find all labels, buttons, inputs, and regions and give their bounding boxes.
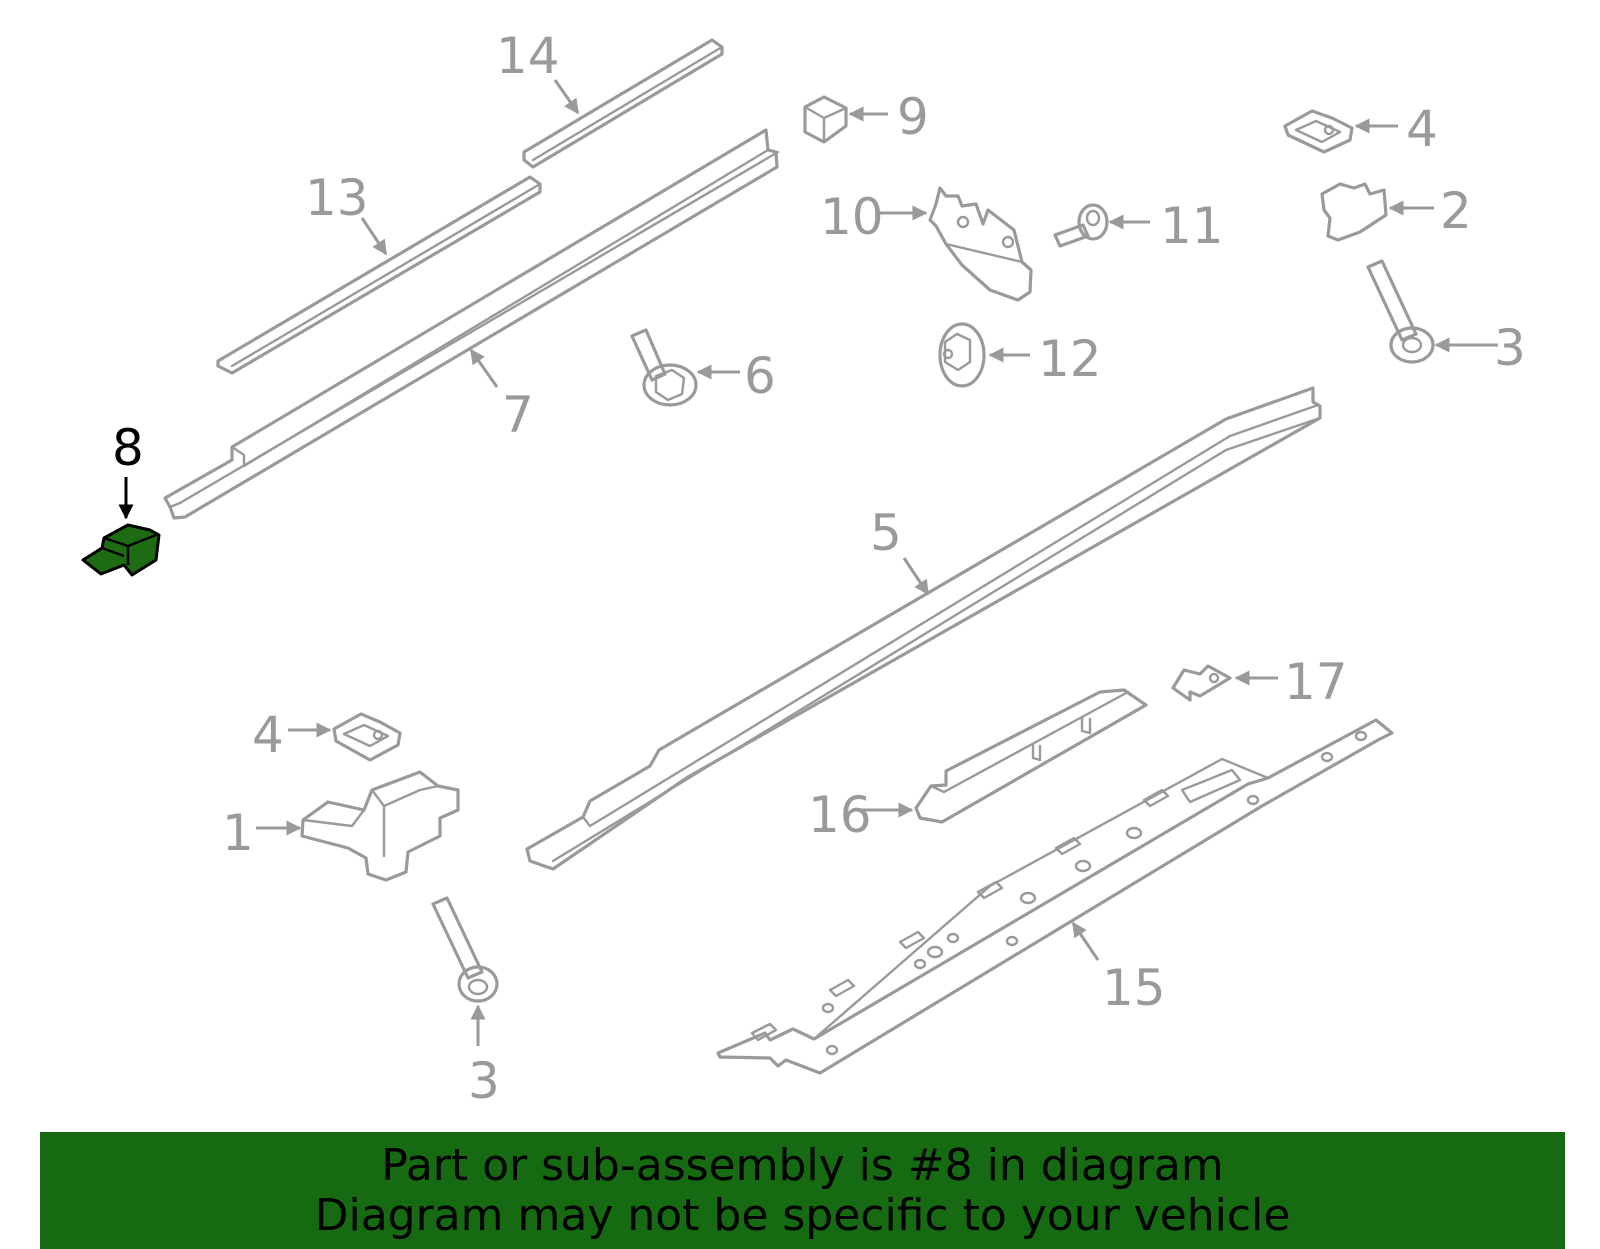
part-4-clip-top[interactable]: 4 <box>1283 100 1438 158</box>
callout-8: 8 <box>112 419 144 477</box>
part-12-nut[interactable]: 12 <box>938 322 1102 388</box>
callout-14: 14 <box>496 27 560 85</box>
part-4-clip-bottom[interactable]: 4 <box>252 706 402 764</box>
part-10-bracket[interactable]: 10 <box>820 186 1033 302</box>
part-8-highlighted[interactable]: 8 <box>81 419 161 577</box>
callout-9: 9 <box>897 88 929 146</box>
callout-4-top: 4 <box>1406 100 1438 158</box>
callout-2: 2 <box>1440 182 1472 240</box>
part-9-clip[interactable]: 9 <box>803 88 929 146</box>
callout-1: 1 <box>222 804 254 862</box>
part-7-rail[interactable]: 7 <box>163 128 780 520</box>
callout-13: 13 <box>305 169 369 227</box>
part-6-bolt[interactable]: 6 <box>630 328 776 407</box>
callout-10: 10 <box>820 188 884 246</box>
callout-4-bottom: 4 <box>252 706 284 764</box>
callout-7: 7 <box>502 386 534 444</box>
info-banner: Part or sub-assembly is #8 in diagram Di… <box>40 1132 1565 1249</box>
callout-12: 12 <box>1038 330 1102 388</box>
callout-6: 6 <box>744 347 776 405</box>
part-11-screw[interactable]: 11 <box>1053 197 1224 255</box>
part-13-strip[interactable]: 13 <box>216 169 542 375</box>
callout-17: 17 <box>1284 653 1348 711</box>
callout-15: 15 <box>1102 959 1166 1017</box>
part-14-rail[interactable]: 14 <box>496 27 724 169</box>
callout-11: 11 <box>1160 197 1224 255</box>
callout-3-bottom: 3 <box>468 1052 500 1110</box>
callout-5: 5 <box>870 504 902 562</box>
part-15-sill-panel[interactable]: 15 <box>716 718 1394 1075</box>
part-17-clip[interactable]: 17 <box>1171 653 1348 711</box>
part-2-bracket[interactable]: 2 <box>1320 182 1472 242</box>
part-3-bolt-bottom[interactable]: 3 <box>431 896 500 1110</box>
part-16-moulding[interactable]: 16 <box>808 688 1148 844</box>
banner-line-1: Part or sub-assembly is #8 in diagram <box>381 1139 1224 1191</box>
callout-3-right: 3 <box>1494 319 1526 377</box>
banner-line-2: Diagram may not be specific to your vehi… <box>314 1189 1291 1241</box>
part-5-rocker[interactable]: 5 <box>525 386 1322 871</box>
part-3-bolt-right[interactable]: 3 <box>1366 259 1526 377</box>
callout-16: 16 <box>808 786 872 844</box>
part-1-bracket[interactable]: 1 <box>222 770 460 882</box>
